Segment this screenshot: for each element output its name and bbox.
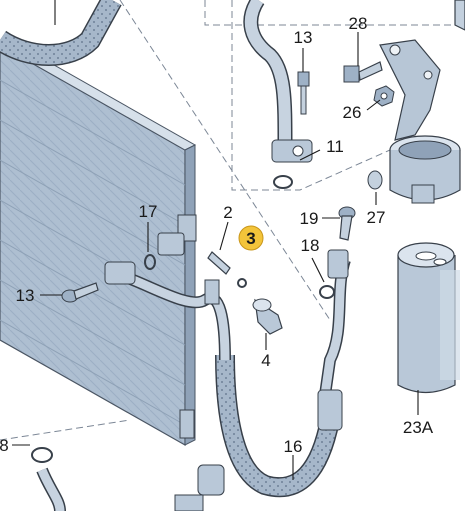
bracket: [379, 0, 465, 141]
callout-8[interactable]: 8: [0, 436, 9, 455]
callout-labels: 28 13 26 11 17 2 3 19 27 18 13 4 16 23A …: [0, 14, 434, 456]
highlight-badge: [238, 225, 264, 251]
drier-holder: [389, 135, 461, 204]
callout-28[interactable]: 28: [349, 14, 368, 33]
subassembly-boundaries: [0, 0, 465, 441]
lower-left-pipe: [31, 447, 225, 511]
callout-3[interactable]: 3: [246, 229, 255, 248]
receiver-drier: [397, 242, 460, 394]
callout-27[interactable]: 27: [367, 208, 386, 227]
hose-16: [215, 354, 343, 498]
upper-hose: [0, 0, 122, 66]
fasteners-28-26: [343, 61, 395, 190]
callout-26[interactable]: 26: [343, 103, 362, 122]
callout-4[interactable]: 4: [261, 351, 270, 370]
bolt-13-left: [61, 282, 99, 303]
callout-2[interactable]: 2: [223, 203, 232, 222]
pipe-left: [104, 261, 231, 361]
callout-13-top[interactable]: 13: [294, 28, 313, 47]
callout-16[interactable]: 16: [284, 437, 303, 456]
callout-13-left[interactable]: 13: [16, 286, 35, 305]
leader-lines: [12, 32, 419, 480]
pipe-upper: [243, 0, 313, 163]
callout-11[interactable]: 11: [326, 137, 344, 156]
callout-19[interactable]: 19: [300, 209, 319, 228]
callout-23A[interactable]: 23A: [403, 418, 434, 437]
callout-18[interactable]: 18: [301, 236, 320, 255]
small-parts: [144, 232, 283, 335]
pipe-right: [319, 249, 351, 396]
callout-17[interactable]: 17: [139, 202, 158, 221]
bolt-19: [338, 206, 356, 241]
